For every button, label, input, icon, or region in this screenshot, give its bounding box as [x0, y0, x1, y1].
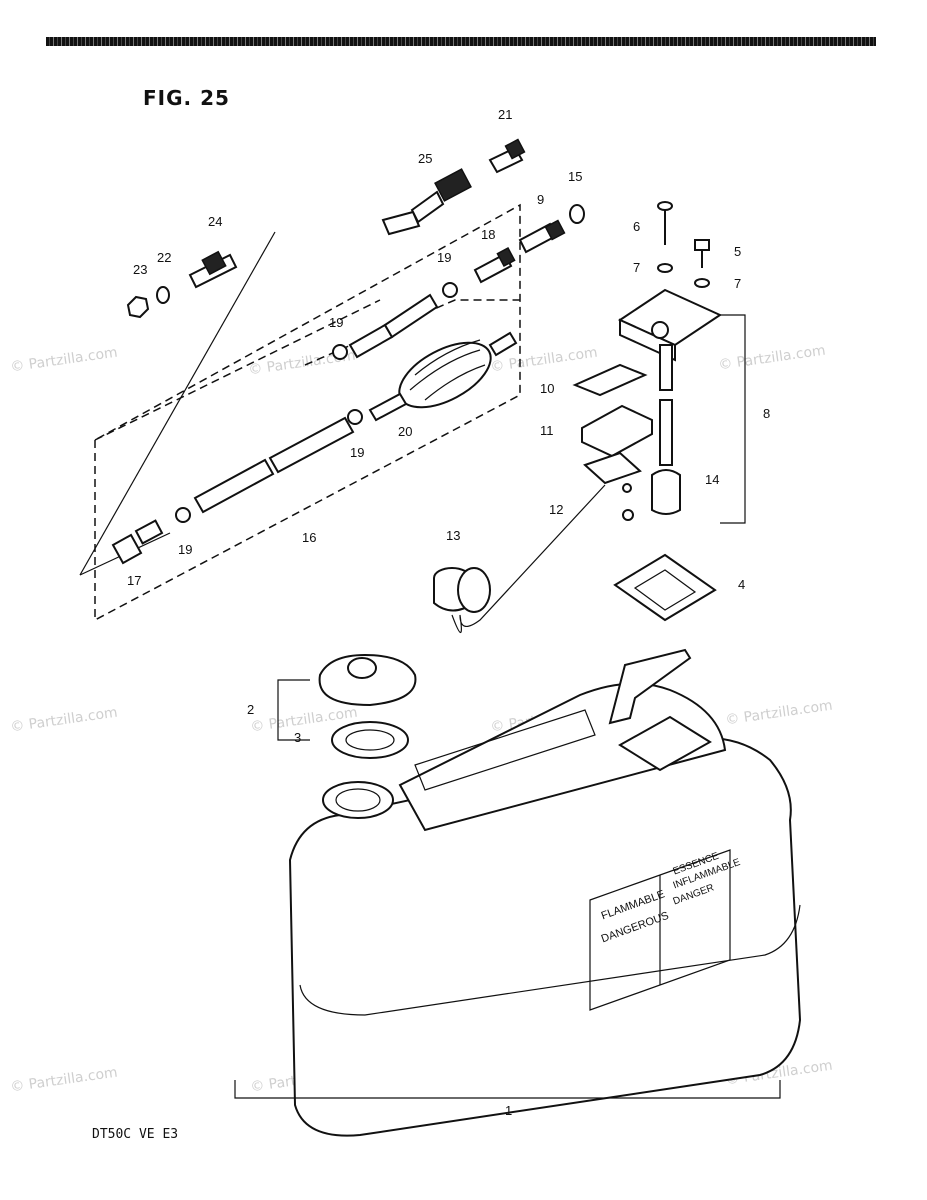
- callout-19: 19: [437, 250, 452, 265]
- callout-15: 15: [568, 169, 583, 184]
- callout-12: 12: [549, 502, 564, 517]
- callout-19: 19: [329, 315, 344, 330]
- fuel-hose-part-16: [193, 416, 355, 514]
- fuel-gauge-sender-part-12: [451, 451, 642, 634]
- callout-11: 11: [540, 423, 554, 438]
- callout-17: 17: [127, 573, 142, 588]
- callout-1: 1: [505, 1103, 513, 1118]
- washer-part-7: [657, 263, 673, 273]
- callout-8: 8: [763, 406, 771, 421]
- gasket-part-3: [331, 721, 409, 759]
- connector-part-17: [111, 519, 164, 565]
- screw-part-6: [657, 201, 673, 245]
- fuel-tank-part-1: [234, 648, 802, 1137]
- fuel-cap-part-2: [277, 653, 417, 741]
- figure-title: FIG. 25: [143, 86, 230, 110]
- connector-part-24: [188, 250, 238, 289]
- bolt-part-5: [694, 239, 710, 268]
- primer-bulb-part-20: [368, 331, 518, 422]
- callout-7: 7: [633, 260, 641, 275]
- float-part-13: [433, 567, 491, 613]
- connector-part-25: [381, 168, 472, 236]
- callout-21: 21: [498, 107, 513, 122]
- callout-23: 23: [133, 262, 148, 277]
- callout-18: 18: [481, 227, 496, 242]
- callout-3: 3: [294, 730, 302, 745]
- callout-4: 4: [738, 577, 746, 592]
- washer-part-15: [569, 204, 585, 224]
- nut-part-23: [126, 295, 150, 319]
- connector-part-21: [488, 138, 526, 174]
- fitting-part-9: [518, 219, 566, 254]
- callout-19: 19: [350, 445, 365, 460]
- washer-part-22: [156, 286, 170, 304]
- callout-2: 2: [247, 702, 255, 717]
- short-hose: [348, 293, 439, 359]
- callout-7: 7: [734, 276, 742, 291]
- model-code: DT50C VE E3: [92, 1127, 179, 1142]
- gasket-part-4: [613, 553, 717, 622]
- callout-25: 25: [418, 151, 433, 166]
- callout-5: 5: [734, 244, 742, 259]
- callout-6: 6: [633, 219, 641, 234]
- callout-10: 10: [540, 381, 555, 396]
- fuel-pickup-assembly-part-8: [617, 288, 746, 524]
- callout-20: 20: [398, 424, 413, 439]
- callout-22: 22: [157, 250, 172, 265]
- callout-13: 13: [446, 528, 461, 543]
- cover-part-11: [581, 404, 653, 458]
- callout-24: 24: [208, 214, 223, 229]
- callout-16: 16: [302, 530, 317, 545]
- gasket-part-10: [572, 363, 648, 397]
- callout-19: 19: [178, 542, 193, 557]
- callout-14: 14: [705, 472, 720, 487]
- top-border-rule: [46, 37, 876, 46]
- fitting-part-18: [473, 246, 516, 284]
- callout-9: 9: [537, 192, 545, 207]
- washer-part-7: [694, 278, 710, 288]
- hose-clip-part-19: [175, 282, 458, 523]
